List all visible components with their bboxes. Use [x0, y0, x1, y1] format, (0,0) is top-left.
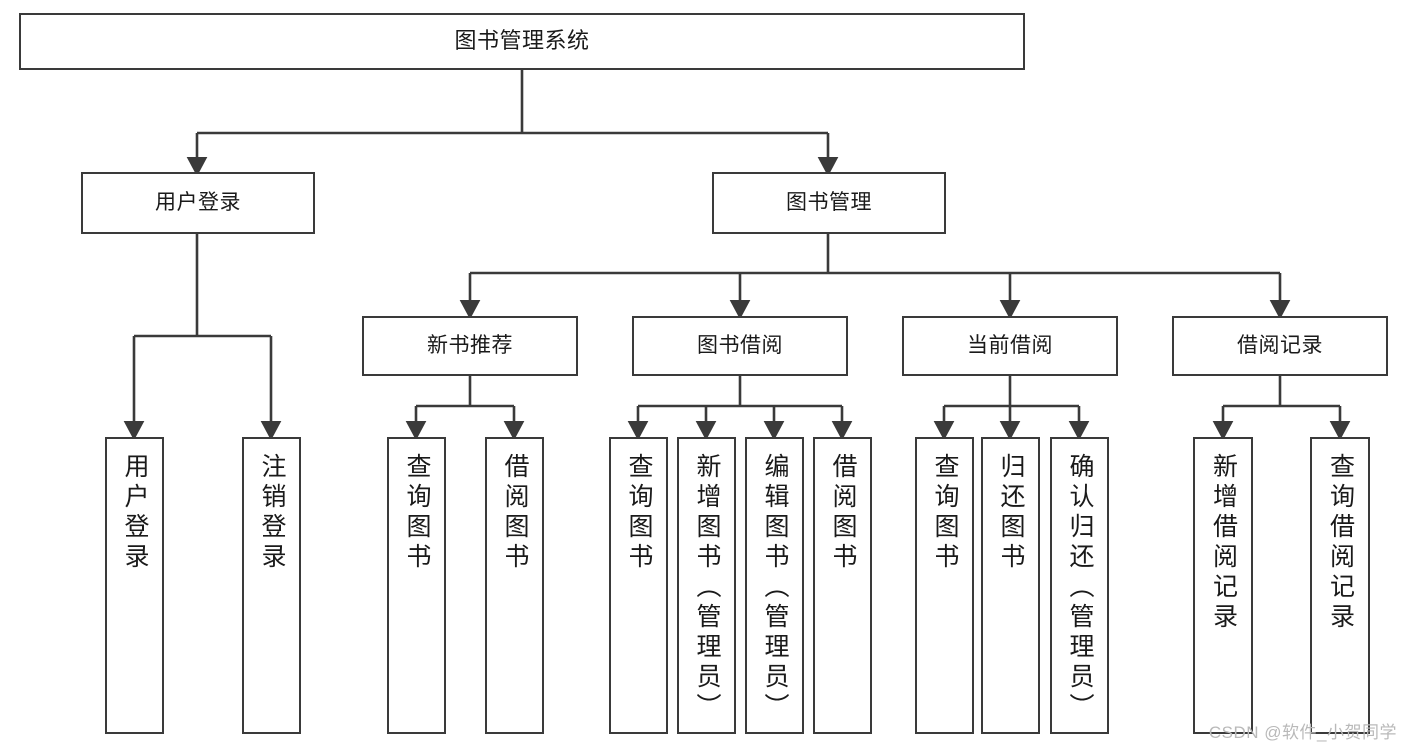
node-current-borrow-label: 当前借阅	[967, 334, 1053, 358]
node-leaf-add-record-label: 新增借阅记录	[1209, 453, 1238, 633]
node-leaf-return-book-label: 归还图书	[997, 453, 1025, 573]
csdn-watermark: CSDN @软件_小贺同学	[1208, 723, 1397, 742]
node-leaf-query-record[interactable]: 查询借阅记录	[1310, 437, 1370, 734]
node-leaf-edit-book-label: 编辑图书（管理员）	[761, 453, 789, 723]
node-leaf-query-book-3-label: 查询图书	[931, 453, 959, 573]
node-leaf-user-logout[interactable]: 注销登录	[242, 437, 301, 734]
node-leaf-query-book-3[interactable]: 查询图书	[915, 437, 974, 734]
node-leaf-edit-book[interactable]: 编辑图书（管理员）	[745, 437, 804, 734]
node-leaf-query-book-2-label: 查询图书	[625, 453, 653, 573]
node-leaf-borrow-book-2[interactable]: 借阅图书	[813, 437, 872, 734]
node-leaf-borrow-book-1[interactable]: 借阅图书	[485, 437, 544, 734]
node-borrow-record-label: 借阅记录	[1237, 334, 1323, 358]
node-leaf-borrow-book-2-label: 借阅图书	[829, 453, 857, 573]
node-leaf-add-book[interactable]: 新增图书（管理员）	[677, 437, 736, 734]
node-leaf-add-book-label: 新增图书（管理员）	[693, 453, 721, 723]
node-leaf-user-login[interactable]: 用户登录	[105, 437, 164, 734]
node-book-borrow-label: 图书借阅	[697, 334, 783, 358]
node-new-book-rec-label: 新书推荐	[427, 334, 513, 358]
node-new-book-rec[interactable]: 新书推荐	[362, 316, 578, 376]
node-borrow-record[interactable]: 借阅记录	[1172, 316, 1388, 376]
node-leaf-return-book[interactable]: 归还图书	[981, 437, 1040, 734]
node-leaf-user-login-label: 用户登录	[121, 453, 149, 573]
node-root[interactable]: 图书管理系统	[19, 13, 1025, 70]
node-user-login-label: 用户登录	[155, 191, 241, 215]
node-current-borrow[interactable]: 当前借阅	[902, 316, 1118, 376]
node-leaf-confirm-return-label: 确认归还（管理员）	[1066, 453, 1094, 723]
node-book-manage[interactable]: 图书管理	[712, 172, 946, 234]
node-leaf-query-book-1[interactable]: 查询图书	[387, 437, 446, 734]
node-book-borrow[interactable]: 图书借阅	[632, 316, 848, 376]
node-leaf-borrow-book-1-label: 借阅图书	[501, 453, 529, 573]
node-book-manage-label: 图书管理	[786, 191, 872, 215]
node-leaf-add-record[interactable]: 新增借阅记录	[1193, 437, 1253, 734]
node-leaf-user-logout-label: 注销登录	[258, 453, 286, 573]
node-leaf-query-record-label: 查询借阅记录	[1326, 453, 1355, 633]
node-leaf-query-book-2[interactable]: 查询图书	[609, 437, 668, 734]
node-user-login[interactable]: 用户登录	[81, 172, 315, 234]
node-leaf-confirm-return[interactable]: 确认归还（管理员）	[1050, 437, 1109, 734]
node-root-label: 图书管理系统	[454, 28, 590, 54]
node-leaf-query-book-1-label: 查询图书	[403, 453, 431, 573]
